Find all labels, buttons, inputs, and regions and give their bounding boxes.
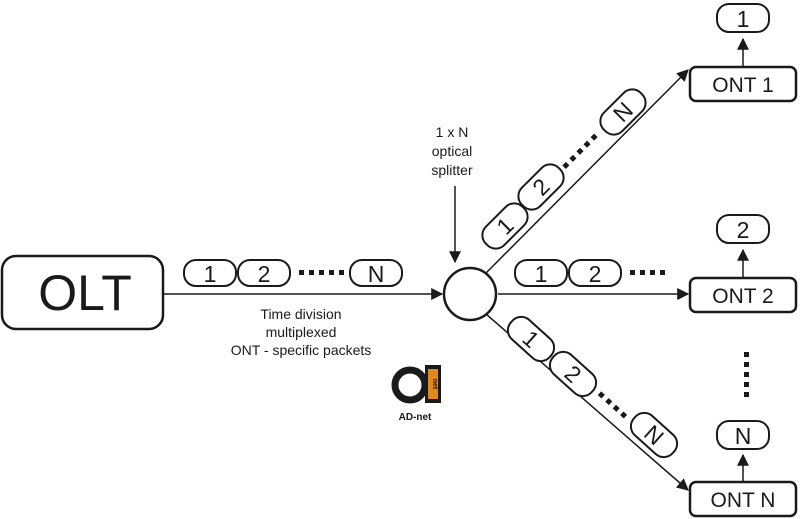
ont-1-packet: 1	[716, 3, 770, 33]
svg-text:2: 2	[737, 217, 750, 243]
svg-text:2: 2	[589, 261, 602, 287]
svg-text:Time division: Time division	[260, 306, 341, 322]
svg-text:net: net	[431, 379, 438, 390]
middle-branch-packets: 1 2	[514, 259, 665, 287]
svg-text:1: 1	[204, 261, 217, 287]
svg-text:optical: optical	[432, 143, 472, 159]
ont-ellipsis	[744, 352, 749, 397]
splitter-circle	[442, 266, 498, 322]
ont-n: ONT N N	[688, 420, 798, 518]
packet: 1	[183, 259, 237, 287]
upper-branch-packets: 1 2 N	[481, 88, 647, 250]
svg-text:splitter: splitter	[431, 162, 473, 178]
packet: 1	[481, 202, 529, 250]
packet: 2	[548, 350, 598, 398]
ont-n-label: ONT N	[711, 489, 776, 512]
ont-n-packet: N	[716, 420, 770, 450]
dots	[562, 133, 598, 169]
ont-1: ONT 1 1	[688, 3, 798, 103]
svg-text:1: 1	[737, 6, 750, 32]
adnet-name: AD-net	[399, 412, 432, 423]
ont-2-packet: 2	[716, 214, 770, 244]
splitter-label: 1 x N optical splitter	[431, 124, 473, 178]
packet: N	[599, 88, 647, 136]
svg-text:1: 1	[535, 261, 548, 287]
packet: 2	[517, 163, 565, 211]
packet: N	[349, 259, 403, 287]
packet: 1	[514, 259, 568, 287]
branch-line-ont1	[485, 69, 689, 274]
dots	[597, 391, 628, 419]
ont-2-label: ONT 2	[712, 285, 773, 308]
olt-box: OLT	[0, 254, 165, 331]
svg-text:ONT - specific packets: ONT - specific packets	[231, 342, 372, 358]
feeder-caption: Time division multiplexed ONT - specific…	[231, 306, 372, 358]
adnet-logo: net AD-net	[391, 365, 441, 423]
svg-text:1 x N: 1 x N	[436, 124, 469, 140]
ont-1-label: ONT 1	[712, 74, 773, 97]
packet: 2	[568, 259, 622, 287]
svg-text:2: 2	[258, 261, 271, 287]
svg-text:N: N	[368, 261, 385, 287]
lower-branch-packets: 1 2 N	[506, 315, 679, 459]
dots	[299, 270, 344, 275]
packet: 1	[506, 315, 556, 363]
svg-text:N: N	[735, 423, 752, 449]
ont-2: ONT 2 2	[688, 214, 798, 314]
olt-label: OLT	[38, 265, 132, 321]
feeder-packets: 1 2 N	[183, 259, 403, 287]
dots	[630, 270, 665, 275]
svg-text:multiplexed: multiplexed	[266, 324, 337, 340]
packet: 2	[237, 259, 291, 287]
packet: N	[629, 411, 679, 459]
